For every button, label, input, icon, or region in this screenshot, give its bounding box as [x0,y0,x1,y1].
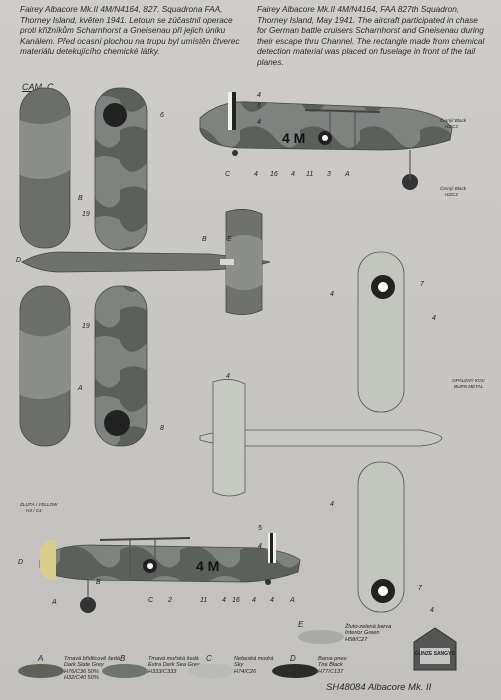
svg-text:A: A [77,385,83,392]
yellow-cowling-ring [40,540,56,580]
svg-text:A: A [51,599,57,606]
svg-text:7: 7 [418,585,423,592]
svg-text:C: C [225,171,231,178]
svg-text:Černý/ Black: Černý/ Black [440,185,467,191]
svg-text:4: 4 [258,543,262,550]
legend-swatch-b [102,664,148,678]
svg-text:4: 4 [291,171,295,178]
svg-text:4: 4 [270,597,274,604]
fuselage-side [199,101,453,151]
legend-swatch-a [18,664,64,678]
svg-text:5: 5 [257,103,261,110]
legend-letter-b: B [120,654,126,663]
right-upper-wing-panel [94,87,148,251]
side-view-starboard: 4 M [39,533,301,613]
legend-text-d: Barva pneu Tire Black H77/C137 [318,656,347,675]
upper-wing-side [304,109,381,113]
camo-patch [20,325,70,399]
camouflage-label: CAM. C [22,82,54,92]
svg-text:Černý/ Black: Černý/ Black [440,117,467,123]
legend-swatch-e [298,630,344,644]
legend-text-c: Nebeská modrá Sky H74/C26 [234,656,274,675]
camo-patch [20,115,70,179]
svg-text:C: C [148,597,154,604]
svg-text:16: 16 [232,597,240,604]
svg-text:4: 4 [430,607,434,614]
right-lower-wing-panel [94,285,148,447]
svg-text:11: 11 [306,171,313,178]
svg-text:A: A [289,597,295,604]
svg-text:E: E [227,236,232,243]
svg-text:4: 4 [252,597,256,604]
svg-text:7: 7 [420,281,425,288]
svg-text:4: 4 [226,373,230,380]
main-wheel [402,174,418,190]
caption-english: Fairey Albacore Mk.II 4M/N4164, FAA 827t… [257,4,485,67]
side-view-port: 4 M [199,92,453,190]
legend-swatch-d [272,664,318,678]
roundel-lower [104,410,130,436]
svg-text:8: 8 [160,425,164,432]
caption-czech: Fairey Albacore Mk.II 4M/N4164, 827. Squ… [20,4,240,57]
svg-text:6: 6 [160,112,164,119]
legend-text-b: Tmavá mořská šedá Extra Dark Sea Grey H3… [148,656,200,675]
svg-text:3: 3 [327,171,331,178]
svg-text:5: 5 [258,525,262,532]
fuselage-side-lower [39,544,301,583]
svg-text:4: 4 [330,501,334,508]
svg-text:A: A [344,171,350,178]
tail-camo [226,235,262,290]
svg-text:B: B [96,579,101,586]
legend-letter-a: A [38,654,44,663]
logo-text: GUNZE SANGYO [415,651,456,657]
svg-text:11: 11 [200,597,207,604]
squadron-code-bottom: 4 M [196,558,219,574]
svg-text:OPÁLENÝ KOV: OPÁLENÝ KOV [452,377,486,383]
roundel-upper [103,103,127,127]
main-wheel-lower [80,597,96,613]
svg-text:4: 4 [257,92,261,99]
svg-text:B: B [202,236,207,243]
svg-text:D: D [16,257,21,264]
svg-text:4: 4 [432,315,436,322]
svg-text:4: 4 [254,171,258,178]
svg-text:H2/C2: H2/C2 [445,192,458,197]
squadron-code-top: 4 M [282,130,305,146]
gunze-sangyo-logo: GUNZE SANGYO [413,627,457,671]
svg-text:H4 / C4: H4 / C4 [26,508,42,513]
tail-wheel [232,150,238,156]
product-code: SH48084 Albacore Mk. II [326,682,432,693]
svg-text:4: 4 [330,291,334,298]
svg-text:19: 19 [82,211,90,218]
svg-text:B: B [78,195,83,202]
svg-text:16: 16 [270,171,278,178]
top-view-upper-wing [19,87,271,447]
underside-lower-wing [357,461,405,613]
svg-text:ŽLUTÁ / YELLOW: ŽLUTÁ / YELLOW [19,500,58,507]
svg-text:2: 2 [167,597,172,604]
legend-text-a: Tmavá břidlicově šedá Dark Slate Grey H7… [64,656,120,682]
underside-tailplane [212,379,246,497]
callouts: 6 8 B 19 19 A D B E 4 5 4 C 4 16 4 11 3 … [16,92,486,614]
legend-letter-e: E [298,620,304,629]
svg-text:4: 4 [257,119,261,126]
svg-text:BURN METAL: BURN METAL [454,384,484,389]
svg-text:D: D [18,559,23,566]
chemical-detection-rectangle [220,259,234,265]
svg-text:19: 19 [82,323,90,330]
legend-swatch-c [188,664,234,678]
legend-letter-d: D [290,654,296,663]
legend-letter-c: C [206,654,212,663]
underside-view [199,251,443,613]
legend-text-e: Žluto-zelená barva Interior Green H58/C2… [345,624,392,643]
svg-text:4: 4 [222,597,226,604]
svg-text:H2/C2: H2/C2 [445,124,458,129]
fuselage-top-view [21,251,271,273]
